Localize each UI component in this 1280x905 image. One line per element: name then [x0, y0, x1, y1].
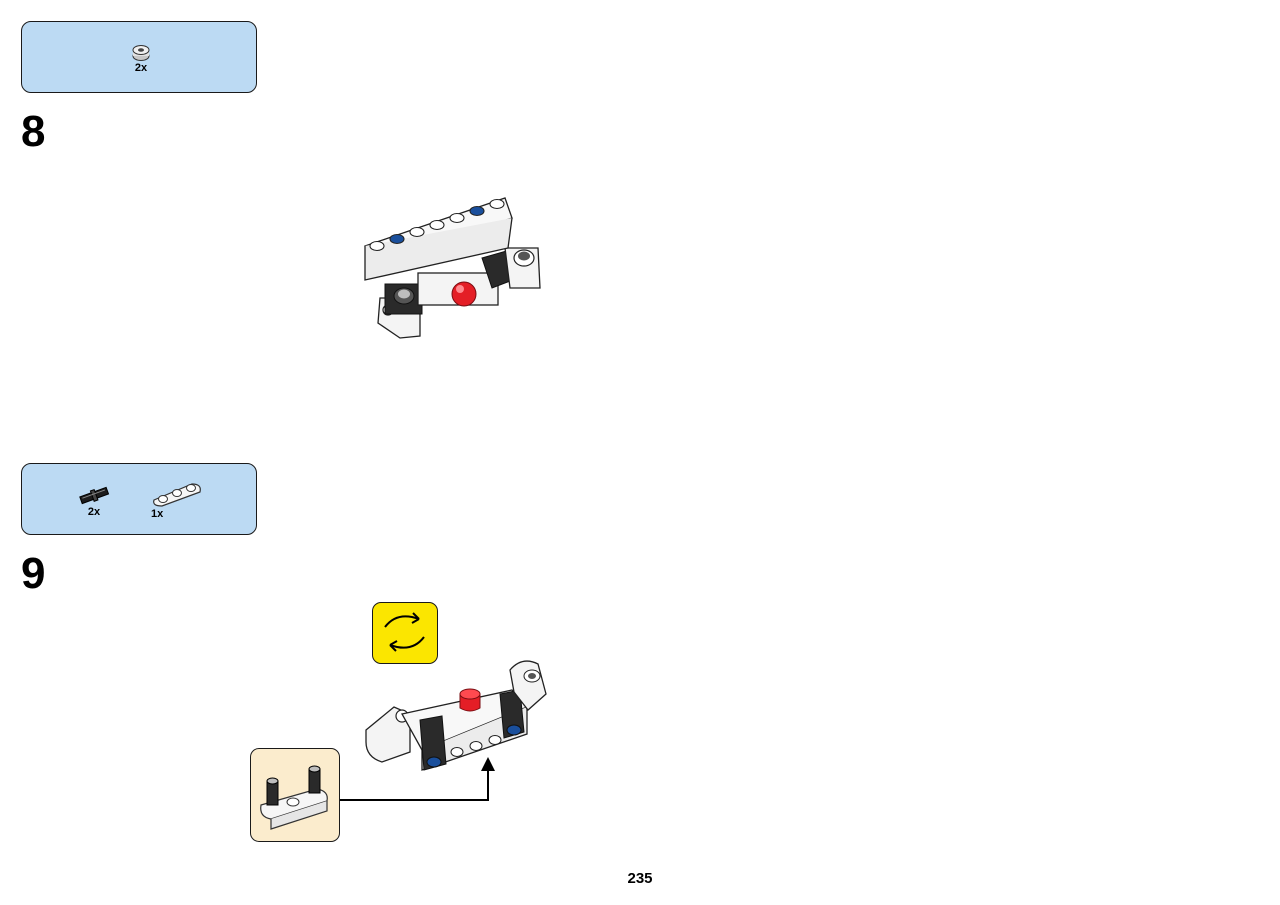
step-number: 8: [21, 107, 46, 156]
beam-with-axle-pins-icon: [260, 765, 328, 830]
axle-pin-icon: [79, 486, 110, 505]
step-number: 9: [21, 549, 46, 598]
parts-list-step-8: 2x: [21, 21, 257, 93]
rotate-model-icon: [372, 602, 438, 664]
sub-assembly-callout: [250, 748, 340, 842]
part-bush: 2x: [128, 44, 154, 74]
bush-icon: [132, 45, 150, 61]
part-quantity: 2x: [87, 506, 101, 518]
callout-arrow: [340, 757, 495, 801]
part-quantity: 1x: [151, 508, 164, 520]
parts-list-step-9: 2x 1x: [21, 463, 257, 535]
part-quantity: 2x: [134, 62, 148, 74]
step-9-assembly-illustration: [365, 660, 547, 771]
page-number: 235: [627, 870, 653, 887]
part-beam-3: 1x: [147, 480, 207, 520]
part-axle-pin: 2x: [72, 484, 116, 518]
beam-3-icon: [153, 483, 201, 507]
step-8-assembly-illustration: [364, 197, 541, 339]
